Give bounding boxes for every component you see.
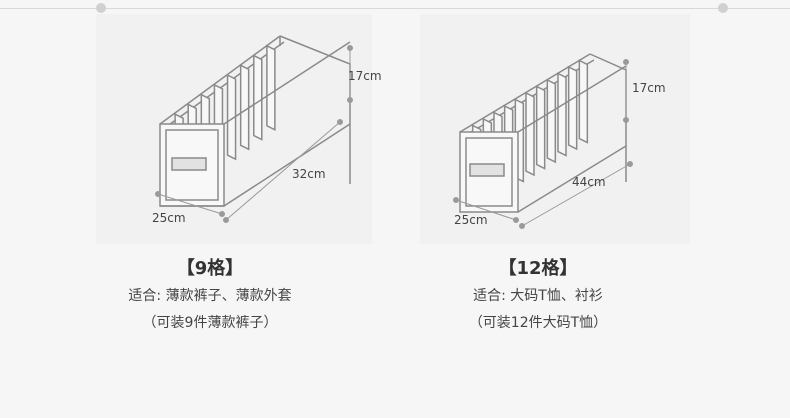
partition-panel	[525, 91, 535, 177]
height-label: 17cm	[348, 69, 382, 83]
partition-panel	[546, 78, 557, 164]
divider-dot-left	[96, 3, 106, 13]
product-image-9-grid: 17cm 32cm 25cm	[96, 14, 382, 244]
capacity-text-12-grid: （可装12件大码T恤）	[468, 315, 608, 331]
divider-dot-right	[718, 3, 728, 13]
partition-panel	[557, 72, 567, 157]
partition-panel	[226, 73, 237, 161]
product-image-12-grid: 17cm 44cm 25cm	[420, 14, 690, 244]
width-label: 25cm	[454, 213, 488, 227]
length-label: 44cm	[572, 175, 606, 189]
suitable-text-9-grid: 适合: 薄款裤子、薄款外套	[128, 288, 292, 304]
width-label: 25cm	[152, 211, 186, 225]
product-title-12-grid: 【12格】	[498, 258, 578, 279]
capacity-text-9-grid: （可装9件薄款裤子）	[142, 315, 278, 331]
product-title-9-grid: 【9格】	[176, 258, 244, 279]
partition-panel	[253, 54, 263, 141]
organizer-12-grid-illustration: 17cm 44cm 25cm	[453, 53, 666, 229]
partition-panel	[567, 65, 578, 151]
partition-panel	[578, 59, 589, 144]
organizer-9-grid-illustration: 17cm 32cm 25cm	[152, 35, 382, 225]
height-label: 17cm	[632, 81, 666, 95]
partition-panel	[535, 85, 546, 170]
partition-panel	[266, 44, 276, 131]
suitable-text-12-grid: 适合: 大码T恤、衬衫	[473, 288, 603, 304]
partition-panel	[239, 64, 250, 151]
top-divider	[0, 8, 790, 9]
length-label: 32cm	[292, 167, 326, 181]
